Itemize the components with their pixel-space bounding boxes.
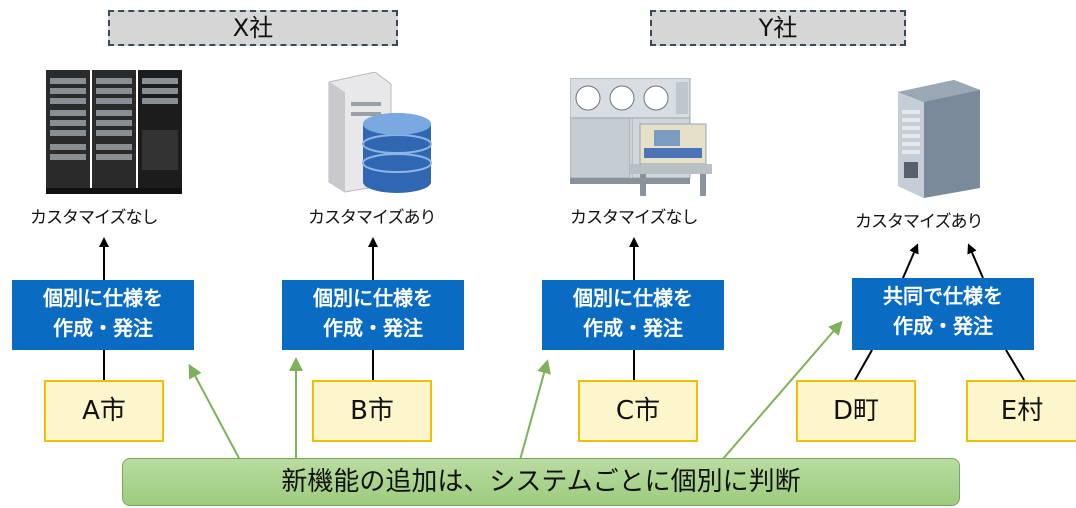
system-caption-4: カスタマイズあり bbox=[855, 212, 983, 232]
municipality-b: B市 bbox=[312, 380, 432, 442]
database-server-icon bbox=[328, 72, 432, 193]
process-box-3-line2: 作成・発注 bbox=[583, 316, 683, 340]
server-rack-icon bbox=[46, 70, 182, 194]
process-box-2-line2: 作成・発注 bbox=[323, 316, 423, 340]
system-caption-2: カスタマイズあり bbox=[308, 208, 436, 228]
process-box-4-line2: 作成・発注 bbox=[893, 314, 993, 338]
process-box-1-line1: 個別に仕様を bbox=[43, 286, 163, 310]
process-box-1-line2: 作成・発注 bbox=[53, 316, 153, 340]
process-box-1: 個別に仕様を 作成・発注 bbox=[12, 280, 194, 350]
municipality-e: E村 bbox=[966, 380, 1076, 442]
municipality-c: C市 bbox=[578, 380, 698, 442]
arrow-d-up bbox=[902, 243, 919, 279]
arrow-e-up bbox=[967, 243, 984, 279]
company-label-x: X社 bbox=[108, 10, 398, 46]
process-box-3: 個別に仕様を 作成・発注 bbox=[542, 280, 724, 350]
green-arrow-4 bbox=[721, 320, 843, 461]
system-caption-3: カスタマイズなし bbox=[570, 208, 698, 228]
green-arrow-1 bbox=[188, 363, 241, 461]
municipality-a: A市 bbox=[44, 380, 164, 442]
process-box-4: 共同で仕様を 作成・発注 bbox=[852, 278, 1034, 350]
process-box-4-line1: 共同で仕様を bbox=[883, 284, 1003, 308]
process-box-2-line1: 個別に仕様を bbox=[313, 286, 433, 310]
mainframe-icon bbox=[570, 78, 712, 196]
system-caption-1: カスタマイズなし bbox=[30, 208, 158, 228]
process-box-3-line1: 個別に仕様を bbox=[573, 286, 693, 310]
line-d bbox=[854, 349, 873, 381]
green-arrow-3 bbox=[519, 359, 551, 461]
tower-server-icon bbox=[898, 80, 980, 198]
process-box-2: 個別に仕様を 作成・発注 bbox=[282, 280, 464, 350]
company-label-y: Y社 bbox=[650, 10, 906, 46]
municipality-d: D町 bbox=[796, 380, 916, 442]
line-e bbox=[1005, 349, 1025, 381]
decision-note: 新機能の追加は、システムごとに個別に判断 bbox=[122, 458, 960, 506]
